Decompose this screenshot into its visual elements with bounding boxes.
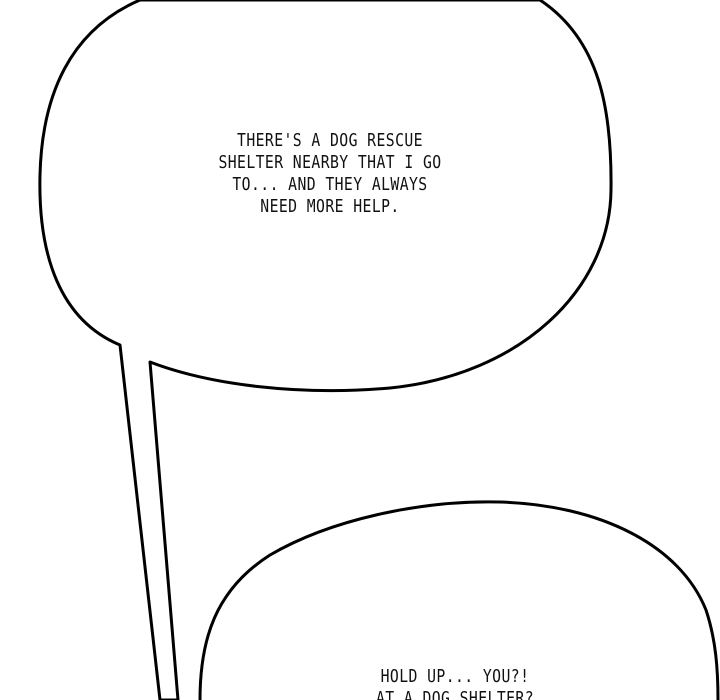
speech-line: SHELTER NEARBY THAT I GO bbox=[218, 152, 442, 173]
speech-line: AT A DOG SHELTER? bbox=[375, 688, 535, 700]
speech-line: HOLD UP... YOU?! bbox=[380, 666, 530, 687]
speech-line: NEED MORE HELP. bbox=[260, 196, 400, 217]
speech-bubble-lower bbox=[198, 500, 720, 700]
speech-line: THERE'S A DOG RESCUE bbox=[237, 130, 423, 151]
speech-line: TO... AND THEY ALWAYS bbox=[232, 174, 428, 195]
speech-text-lower: HOLD UP... YOU?! AT A DOG SHELTER? bbox=[353, 666, 558, 700]
speech-bubble-upper bbox=[38, 0, 613, 700]
speech-text-upper: THERE'S A DOG RESCUE SHELTER NEARBY THAT… bbox=[191, 130, 470, 218]
